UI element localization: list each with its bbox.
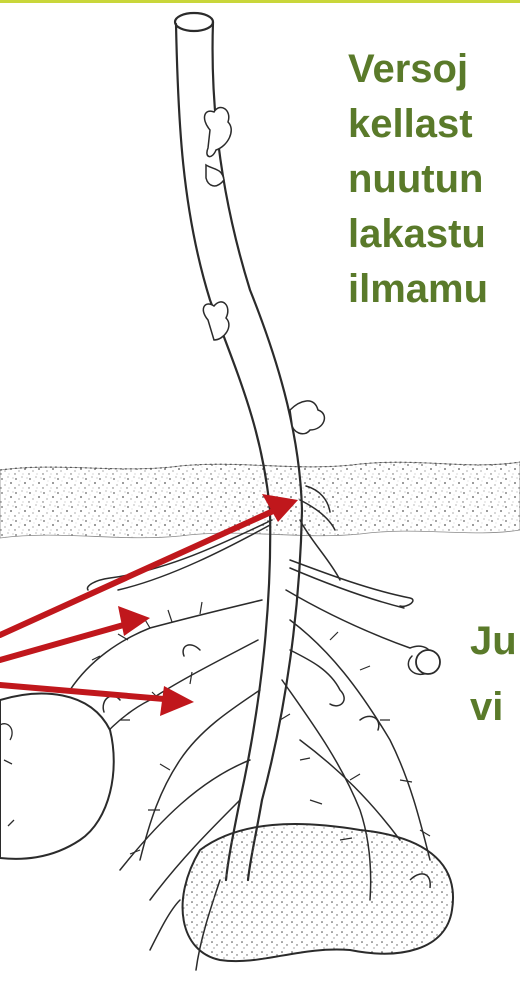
young-tuber-right [416, 650, 440, 674]
root-description-text: Ju vi [470, 608, 517, 740]
sprout-stem [175, 13, 302, 880]
soil-layer [0, 462, 520, 538]
stem-text-line: nuutun [348, 152, 488, 207]
stem-description-text: Versoj kellast nuutun lakastu ilmamu [348, 42, 488, 317]
stem-text-line: lakastu [348, 207, 488, 262]
root-text-line: vi [470, 674, 517, 740]
stem-text-line: kellast [348, 97, 488, 152]
leaf-scales [203, 107, 324, 433]
stem-text-line: Versoj [348, 42, 488, 97]
mother-tuber [183, 824, 453, 961]
new-tuber-left [0, 694, 114, 859]
root-text-line: Ju [470, 608, 517, 674]
root-hairs [80, 602, 430, 854]
stem-text-line: ilmamu [348, 262, 488, 317]
